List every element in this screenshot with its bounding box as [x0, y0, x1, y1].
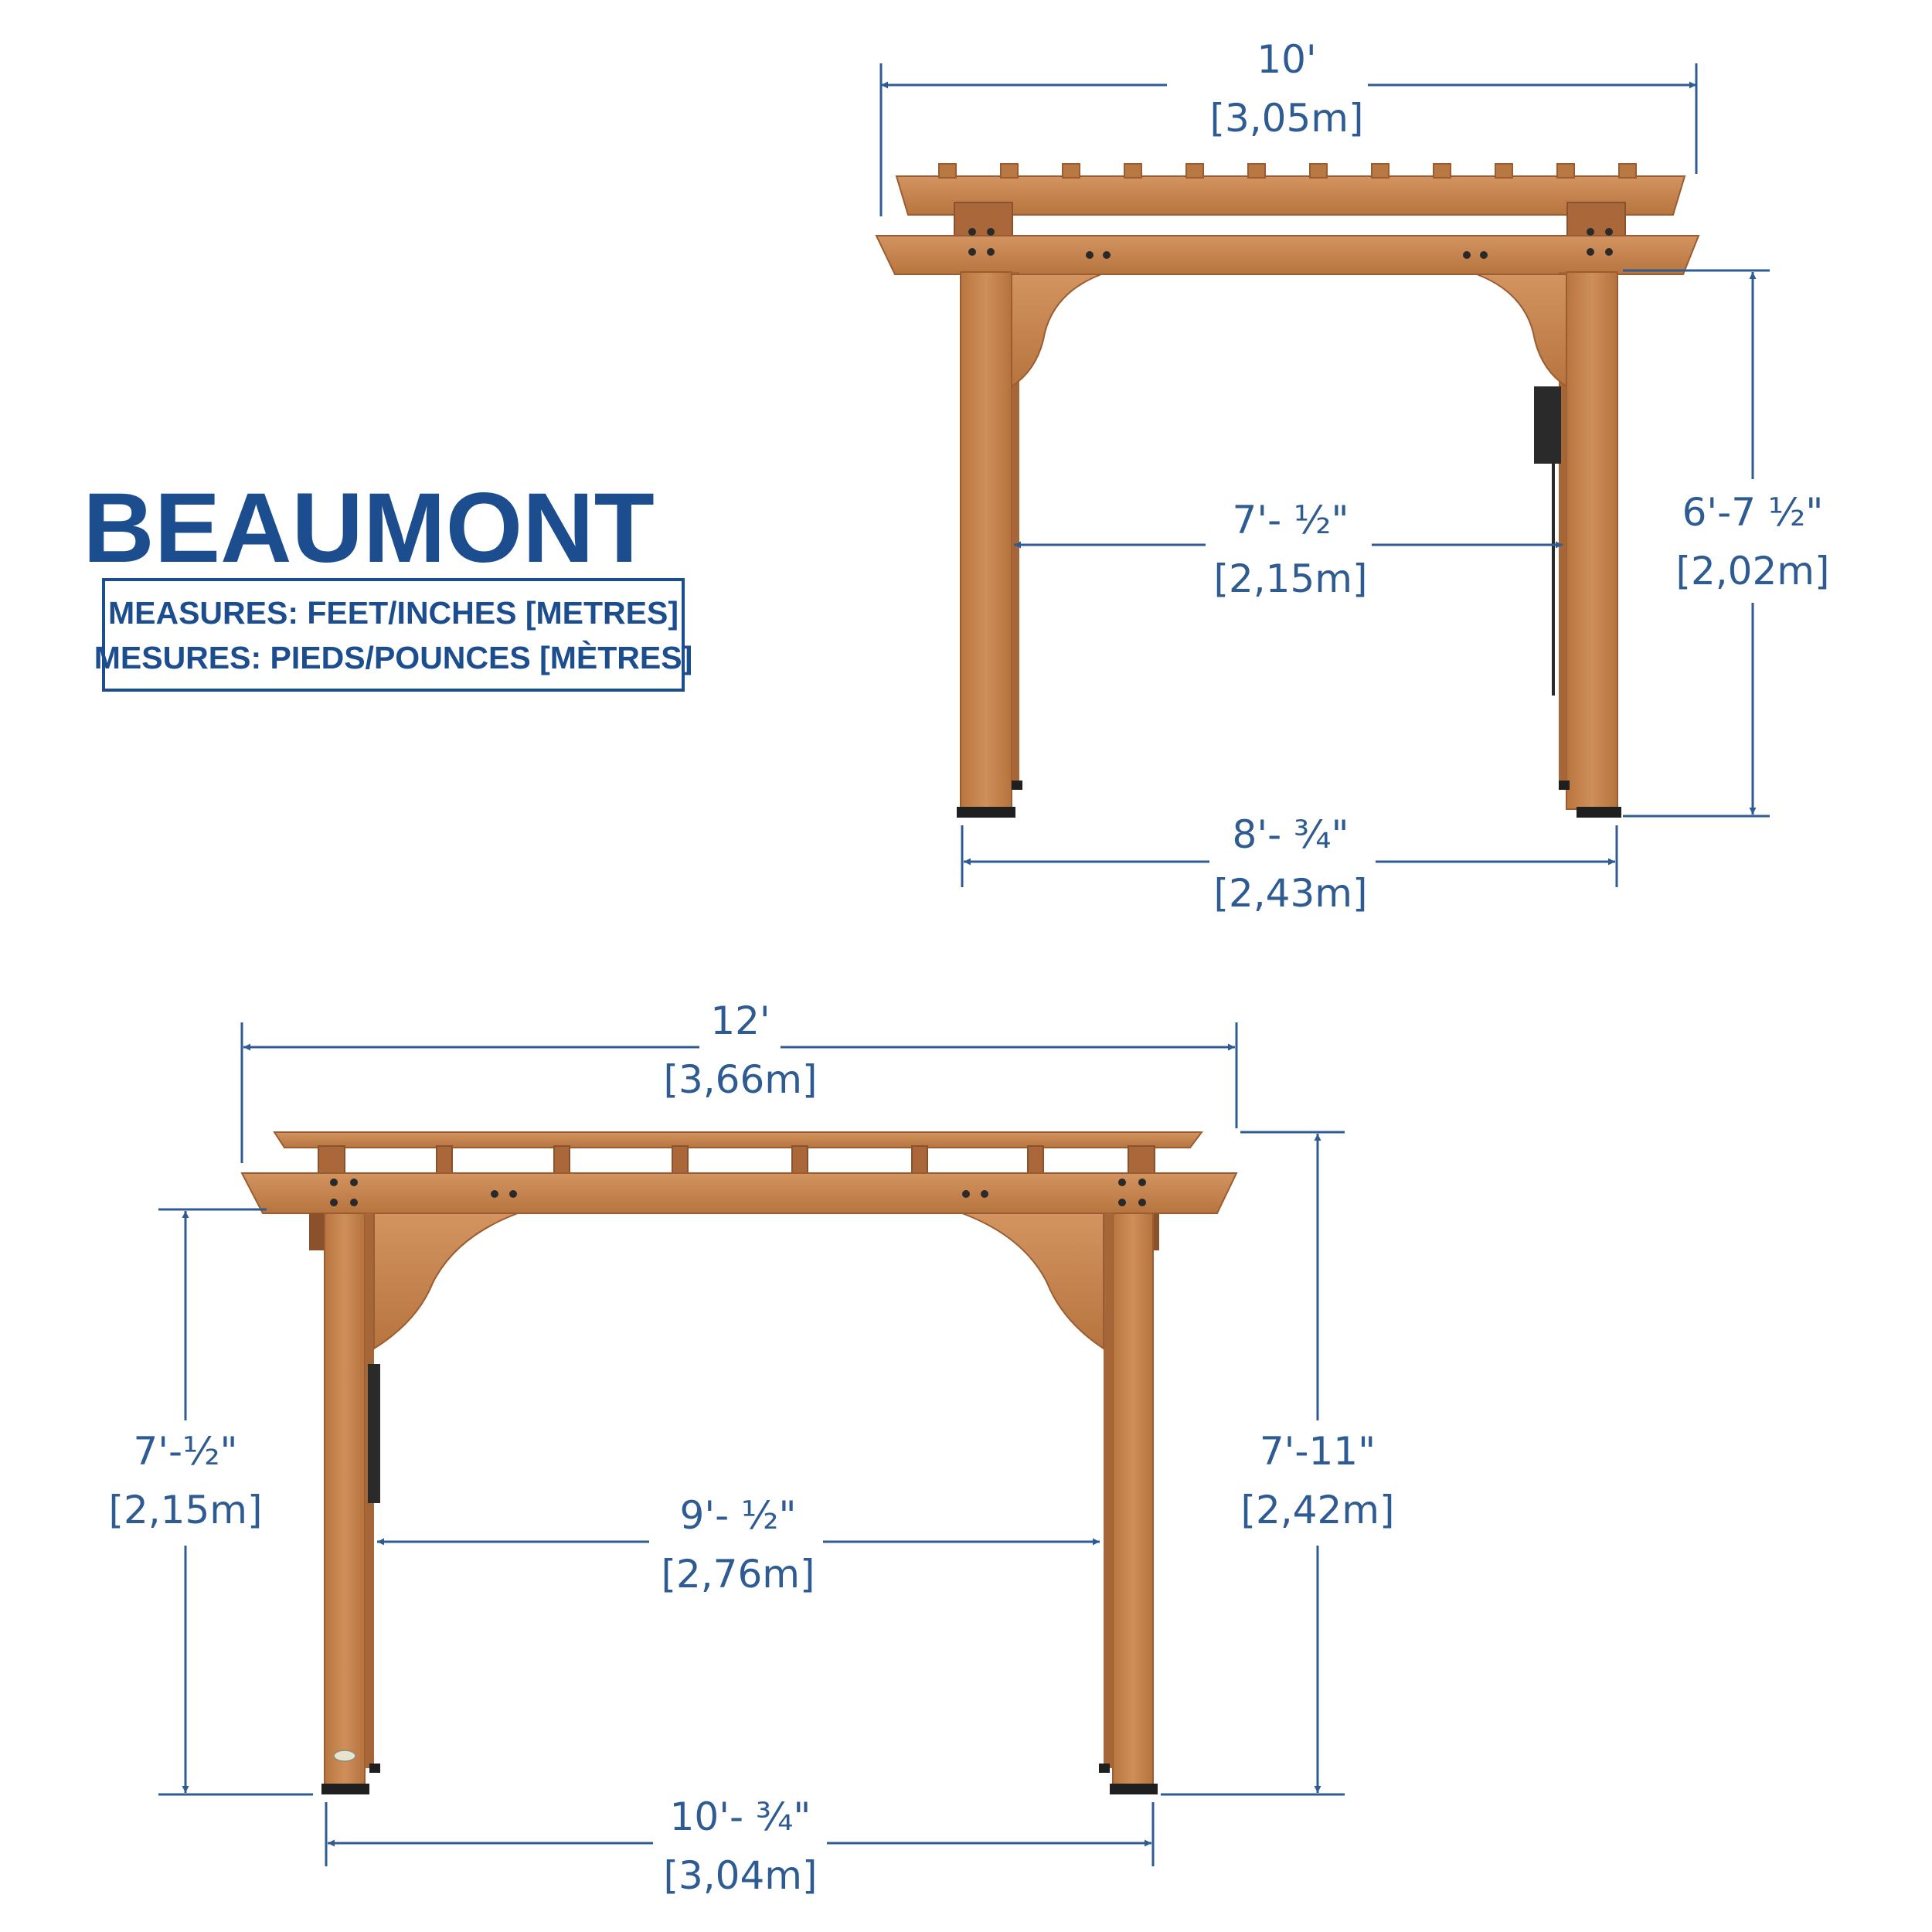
side-rafter-tails	[938, 163, 1637, 179]
front-foot-left	[321, 1784, 369, 1794]
side-foot-right	[1577, 807, 1621, 818]
title-block: BEAUMONT MEASURES: FEET/INCHES [METRES] …	[83, 473, 693, 692]
side-back-beam	[895, 175, 1686, 216]
front-post-right-back	[1104, 1213, 1113, 1768]
front-post-imperial: 10'- ¾"	[670, 1794, 811, 1839]
front-rafter-blocks	[318, 1145, 1155, 1178]
front-bolts	[330, 1179, 1146, 1206]
side-height-metric: [2,02m]	[1675, 549, 1829, 594]
units-box	[102, 578, 685, 692]
front-accessory-panel	[368, 1364, 380, 1503]
front-brace-left	[373, 1213, 519, 1350]
side-accessory-box	[1534, 386, 1561, 464]
side-post-left	[960, 271, 1012, 810]
front-width-imperial: 12'	[710, 998, 770, 1043]
front-post-left	[324, 1213, 366, 1787]
front-clear-height-imperial: 7'-½"	[133, 1429, 237, 1474]
side-view-dimensions	[879, 63, 1770, 887]
side-foot-left-back	[1012, 781, 1022, 790]
side-clear-imperial: 7'- ½"	[1233, 498, 1349, 543]
side-height-imperial: 6'-7 ½"	[1682, 490, 1824, 535]
front-foot-right-back	[1099, 1764, 1110, 1773]
side-clear-metric: [2,15m]	[1213, 556, 1367, 601]
units-english: MEASURES: FEET/INCHES [METRES]	[108, 595, 679, 631]
front-clear-span-metric: [2,76m]	[661, 1552, 815, 1597]
side-width-metric: [3,05m]	[1209, 96, 1363, 141]
front-clear-span-imperial: 9'- ½"	[680, 1493, 797, 1538]
product-title: BEAUMONT	[83, 473, 655, 583]
front-total-height-metric: [2,42m]	[1240, 1488, 1394, 1532]
side-post-metric: [2,43m]	[1213, 871, 1367, 916]
front-foot-left-back	[369, 1764, 380, 1773]
front-total-height-imperial: 7'-11"	[1260, 1429, 1376, 1474]
side-brace-right	[1476, 274, 1567, 388]
side-post-imperial: 8'- ¾"	[1233, 812, 1349, 857]
front-width-metric: [3,66m]	[663, 1057, 817, 1102]
side-width-imperial: 10'	[1257, 37, 1316, 82]
front-view-dimensions	[158, 1022, 1345, 1866]
front-front-beam	[240, 1172, 1238, 1214]
side-view-pergola	[875, 163, 1700, 818]
side-view-labels: 10' [3,05m] 7'- ½" [2,15m] 6'-7 ½" [2,02…	[1209, 37, 1829, 916]
front-view-pergola	[240, 1131, 1238, 1794]
side-post-left-back	[1012, 272, 1019, 786]
front-brace-right	[961, 1213, 1104, 1350]
side-post-right-back	[1559, 272, 1566, 786]
front-brand-badge	[333, 1750, 356, 1762]
side-post-right	[1566, 271, 1618, 810]
side-bolts	[968, 228, 1613, 259]
front-clear-height-metric: [2,15m]	[108, 1488, 262, 1532]
side-foot-right-back	[1559, 781, 1570, 790]
front-post-right	[1112, 1213, 1154, 1787]
front-back-beam	[273, 1131, 1203, 1148]
front-foot-right	[1110, 1784, 1158, 1794]
side-brace-left	[1011, 274, 1102, 388]
front-view-labels: 12' [3,66m] 7'-½" [2,15m] 9'- ½" [2,76m]…	[108, 998, 1394, 1898]
front-post-metric: [3,04m]	[663, 1853, 817, 1898]
side-front-beam	[875, 235, 1700, 275]
side-foot-left	[957, 807, 1015, 818]
units-french: MESURES: PIEDS/POUNCES [MÈTRES]	[94, 640, 693, 675]
